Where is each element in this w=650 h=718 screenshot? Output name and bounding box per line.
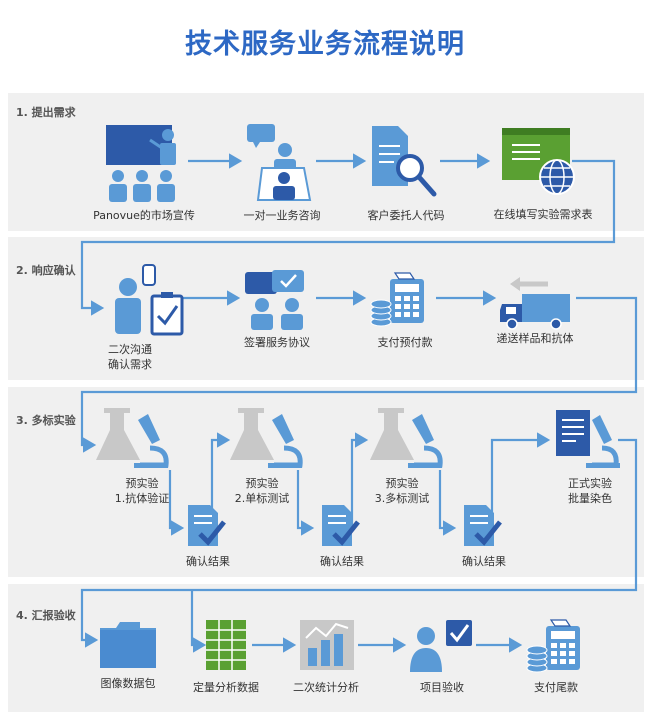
arrow-result3-formal: [490, 432, 551, 528]
result-check-icon-1: [188, 505, 226, 546]
label-formal: 正式实验批量染色: [568, 477, 612, 505]
flask-microscope-icon-3: [370, 408, 443, 468]
label-consult: 一对一业务咨询: [243, 209, 321, 222]
bar-chart-icon: [300, 620, 354, 670]
formal-experiment-icon: [556, 410, 620, 468]
presentation-icon: [106, 125, 176, 202]
arrow-form-confirm: [80, 159, 616, 316]
arrow-result2-pre3: [350, 432, 369, 528]
delivery-truck-icon: [500, 277, 570, 330]
flask-microscope-icon-2: [230, 408, 303, 468]
label-marketing: Panovue的市场宣传: [93, 209, 195, 222]
arrow-formal-images: [80, 438, 638, 648]
section-label-experiment: 3. 多标实验: [16, 414, 76, 427]
phone-clipboard-icon: [115, 264, 184, 336]
spreadsheet-icon: [206, 620, 246, 670]
agreement-icon: [245, 270, 304, 330]
label-ship: 递送样品和抗体: [496, 332, 574, 345]
document-search-icon: [372, 126, 437, 197]
result-check-icon-3: [464, 505, 502, 546]
consultation-icon: [247, 124, 312, 201]
flask-microscope-icon-1: [96, 408, 169, 468]
label-final-pay: 支付尾款: [534, 681, 578, 694]
folder-icon: [100, 622, 156, 668]
arrow-ship-pre1: [80, 296, 638, 453]
label-contract: 签署服务协议: [244, 336, 310, 349]
arrow-pre1-result1: [168, 470, 185, 536]
online-form-icon: [502, 128, 575, 195]
label-quant: 定量分析数据: [193, 681, 259, 694]
label-proxy: 客户委托人代码: [367, 209, 445, 222]
arrow-split-quant: [190, 590, 207, 653]
page-title: 技术服务业务流程说明: [185, 29, 465, 60]
label-confirm-req: 二次沟通确认需求: [108, 343, 152, 371]
payment-icon: [370, 272, 424, 327]
acceptance-icon: [410, 620, 472, 672]
final-payment-icon: [526, 619, 580, 673]
label-stats: 二次统计分析: [293, 681, 359, 694]
label-result1: 确认结果: [186, 555, 230, 568]
label-accept: 项目验收: [420, 681, 464, 694]
label-result3: 确认结果: [462, 555, 506, 568]
label-result2: 确认结果: [320, 555, 364, 568]
arrow-result1-pre2: [210, 432, 231, 528]
section-label-confirm: 2. 响应确认: [16, 264, 76, 277]
label-images: 图像数据包: [100, 677, 156, 690]
result-check-icon-2: [322, 505, 360, 546]
arrow-pre2-result2: [296, 470, 315, 536]
arrow-pre3-result3: [438, 470, 457, 536]
section-label-report: 4. 汇报验收: [16, 609, 76, 622]
label-form: 在线填写实验需求表: [493, 208, 593, 221]
label-prepay: 支付预付款: [377, 336, 433, 349]
section-label-request: 1. 提出需求: [16, 106, 76, 119]
